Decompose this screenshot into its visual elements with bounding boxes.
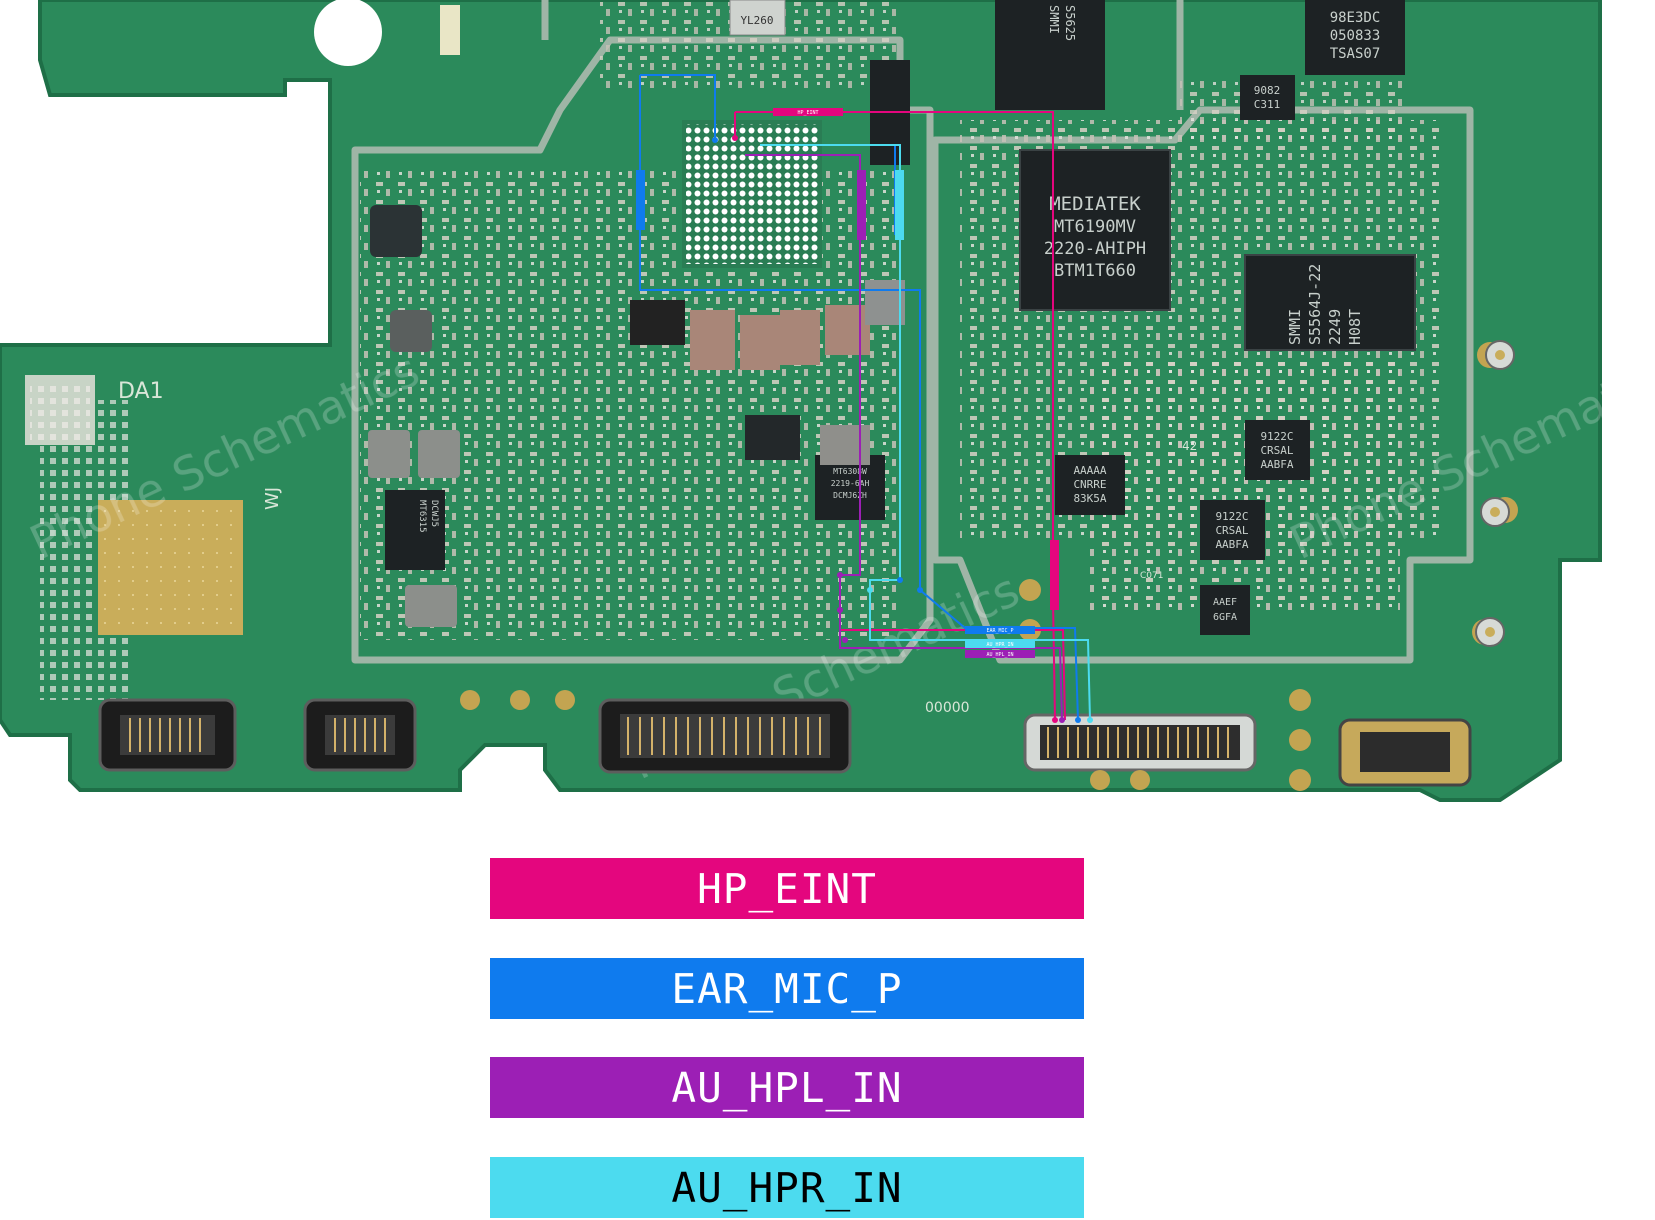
svg-text:AAEF: AAEF: [1213, 597, 1237, 608]
legend-au-hpl-in: AU_HPL_IN: [490, 1057, 1084, 1118]
svg-text:S5564J-22: S5564J-22: [1306, 264, 1324, 345]
pin-label-vertical-purple: [857, 170, 866, 240]
pin-label-ear-mic-p: EAR_MIC_P: [965, 626, 1035, 634]
svg-text:AABFA: AABFA: [1260, 458, 1293, 471]
pin-label-vertical-pink: [1050, 540, 1059, 610]
svg-text:MT6190MV: MT6190MV: [1054, 217, 1136, 237]
pmic-small-chip: MT6308W 2219-6AH DCMJ6ZH: [815, 455, 885, 520]
chip-aaaaa: AAAAA CNRRE 83K5A: [1055, 455, 1125, 515]
data-matrix-code: [25, 375, 95, 445]
svg-text:SMMI: SMMI: [1286, 309, 1304, 345]
legend-ear-mic-p: EAR_MIC_P: [490, 958, 1084, 1019]
svg-text:AABFA: AABFA: [1215, 538, 1248, 551]
legend-au-hpr-in: AU_HPR_IN: [490, 1157, 1084, 1218]
pcb-board-image: MEDIATEK MT6190MV 2220-AHIPH BTM1T660 SM…: [0, 0, 1602, 802]
chip-9122-b: 9122C CRSAL AABFA: [1200, 500, 1265, 560]
pin-label-hp-eint-top: HP_EINT: [773, 108, 843, 116]
svg-text:AU_HPR_IN: AU_HPR_IN: [986, 642, 1013, 648]
svg-text:YL260: YL260: [740, 14, 773, 27]
svg-text:CNRRE: CNRRE: [1073, 478, 1106, 491]
bga-footprint: [682, 120, 822, 268]
silk-42: 42: [1182, 439, 1197, 453]
svg-text:SMMI: SMMI: [1047, 5, 1061, 34]
svg-text:CRSAL: CRSAL: [1260, 444, 1293, 457]
svg-text:MT6308W: MT6308W: [833, 467, 867, 476]
svg-text:C311: C311: [1254, 98, 1281, 111]
pin-label-au-hpr-in: AU_HPR_IN: [965, 640, 1035, 648]
svg-text:9082: 9082: [1254, 84, 1281, 97]
svg-text:6GFA: 6GFA: [1213, 612, 1237, 623]
svg-text:9122C: 9122C: [1260, 430, 1293, 443]
svg-text:AAAAA: AAAAA: [1073, 464, 1106, 477]
svg-text:BTM1T660: BTM1T660: [1054, 261, 1136, 281]
pin-label-vertical-cyan: [895, 170, 904, 240]
svg-text:MEDIATEK: MEDIATEK: [1049, 193, 1141, 215]
gold-pad: [98, 500, 243, 635]
svg-text:DCWJ5: DCWJ5: [429, 500, 439, 527]
svg-text:S5625: S5625: [1063, 5, 1077, 41]
svg-text:CRSAL: CRSAL: [1215, 524, 1248, 537]
svg-text:DCMJ6ZH: DCMJ6ZH: [833, 491, 867, 500]
crystal-oscillator: YL260: [729, 0, 786, 36]
mounting-hole: [314, 0, 382, 66]
svg-text:TSAS07: TSAS07: [1330, 46, 1381, 62]
svg-text:H08T: H08T: [1346, 309, 1364, 345]
silk-da1: DA1: [118, 379, 164, 404]
pcb-board: MEDIATEK MT6190MV 2220-AHIPH BTM1T660 SM…: [0, 0, 1602, 802]
svg-text:HP_EINT: HP_EINT: [797, 110, 818, 116]
svg-text:EAR_MIC_P: EAR_MIC_P: [986, 628, 1013, 634]
inductors: [368, 5, 910, 627]
trace-hp-eint: [734, 111, 1066, 721]
silk-dots: 00000: [925, 700, 970, 716]
trace-au-hpr-in: [760, 144, 1091, 721]
svg-text:050833: 050833: [1330, 28, 1381, 44]
svg-text:2220-AHIPH: 2220-AHIPH: [1044, 239, 1146, 259]
ram-chip: SMMI S5564J-22 2249 H08T: [1244, 254, 1416, 351]
silk-c071: C071: [1140, 571, 1163, 581]
legend-hp-eint: HP_EINT: [490, 858, 1084, 919]
chip-9082: 9082 C311: [1240, 75, 1295, 120]
svg-text:83K5A: 83K5A: [1073, 492, 1106, 505]
legend-au-hpl-in-label: AU_HPL_IN: [671, 1063, 903, 1112]
pin-label-vertical-blue: [636, 170, 645, 230]
svg-text:AU_HPL_IN: AU_HPL_IN: [986, 652, 1013, 658]
main-soc-chip: MEDIATEK MT6190MV 2220-AHIPH BTM1T660: [1019, 149, 1171, 311]
svg-text:MT6315: MT6315: [417, 500, 427, 533]
svg-text:2219-6AH: 2219-6AH: [831, 479, 870, 488]
legend-au-hpr-in-label: AU_HPR_IN: [671, 1163, 903, 1212]
top-middle-chip: SMMI S5625: [995, 0, 1105, 110]
pin-label-au-hpl-in: AU_HPL_IN: [965, 650, 1035, 658]
chip-6gfa: AAEF 6GFA: [1200, 585, 1250, 635]
top-right-chip: 98E3DC 050833 TSAS07: [1305, 0, 1405, 75]
silk-wj: WJ: [262, 487, 283, 510]
svg-text:2249: 2249: [1326, 309, 1344, 345]
legend-hp-eint-label: HP_EINT: [697, 864, 877, 913]
legend-ear-mic-p-label: EAR_MIC_P: [671, 964, 903, 1013]
antenna-connectors: [1475, 340, 1515, 647]
trace-endpoints: [712, 135, 1093, 723]
svg-text:98E3DC: 98E3DC: [1330, 10, 1381, 26]
connector-pins: [129, 717, 1229, 758]
left-pmic-chip: MT6315 DCWJ5: [385, 490, 445, 570]
svg-text:9122C: 9122C: [1215, 510, 1248, 523]
chip-9122-a: 9122C CRSAL AABFA: [1245, 420, 1310, 480]
